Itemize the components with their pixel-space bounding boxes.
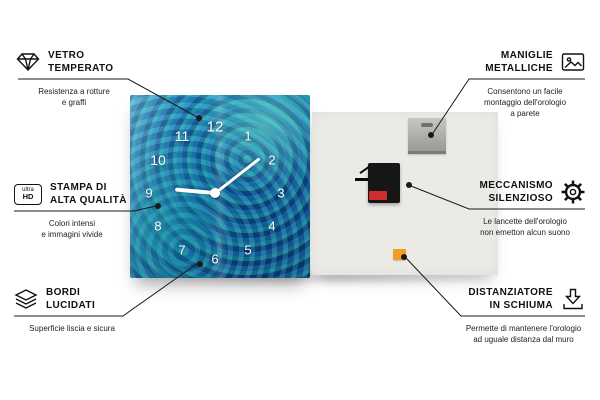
callout-title: MANIGLIE — [500, 50, 553, 61]
callout-title: BORDI — [46, 287, 81, 298]
clock-number: 5 — [244, 242, 252, 258]
callout-stampa-alta-qualita: ultra HD STAMPA DI ALTA QUALITÀ Colori i… — [8, 178, 136, 241]
clock-number: 4 — [268, 218, 276, 234]
callout-desc: Colori intensi e immagini vivide — [41, 219, 103, 239]
clock-number: 8 — [154, 218, 162, 234]
picture-frame-icon — [561, 52, 585, 72]
clock-front-panel: 12 1 2 3 4 5 6 7 8 9 10 11 — [130, 95, 310, 278]
callout-desc: Consentono un facile montaggio dell'orol… — [483, 87, 567, 118]
callout-title: MECCANISMO — [479, 180, 553, 191]
metal-hanger-plate — [408, 118, 446, 154]
clock-number: 9 — [145, 185, 153, 201]
callout-desc: Le lancette dell'orologio non emetton al… — [480, 217, 570, 237]
clock-number: 7 — [178, 242, 186, 258]
clock-number: 1 — [244, 128, 252, 144]
clock-number: 6 — [211, 251, 219, 267]
callout-desc: Permette di mantenere l'orologio ad ugua… — [465, 324, 582, 344]
mechanism-hand — [359, 166, 370, 174]
gear-icon — [561, 180, 585, 204]
callout-maniglie-metalliche: MANIGLIE METALLICHE Consentono un facile… — [461, 46, 589, 119]
clock-number: 12 — [206, 118, 224, 136]
callout-title: METALLICHE — [485, 63, 553, 74]
callout-desc: Superficie liscia e sicura — [29, 324, 115, 333]
clock-hub — [210, 188, 220, 198]
clock-number: 10 — [150, 152, 166, 168]
callout-title: SILENZIOSO — [488, 193, 553, 204]
callout-title: TEMPERATO — [48, 63, 114, 74]
callout-bordi-lucidati: BORDI LUCIDATI Superficie liscia e sicur… — [8, 283, 136, 335]
callout-title: LUCIDATI — [46, 300, 96, 311]
diamond-icon — [16, 52, 40, 72]
callout-meccanismo-silenzioso: MECCANISMO SILENZIOSO — [461, 176, 589, 239]
callout-title: STAMPA DI — [50, 182, 107, 193]
callout-title: ALTA QUALITÀ — [50, 195, 127, 206]
callout-desc: Resistenza a rotture e graffi — [38, 87, 110, 107]
clock-number: 3 — [277, 185, 285, 201]
foam-spacer — [393, 249, 406, 260]
minute-hand — [214, 157, 261, 195]
mechanism-hand — [355, 178, 368, 181]
callout-title: DISTANZIATORE — [468, 287, 553, 298]
down-arrow-icon — [561, 288, 585, 310]
clock-number: 2 — [268, 152, 276, 168]
callout-title: IN SCHIUMA — [489, 300, 553, 311]
clock-number: 11 — [174, 128, 190, 144]
ultra-hd-icon: ultra HD — [14, 183, 42, 205]
battery — [369, 191, 387, 200]
polished-edges-icon — [14, 289, 38, 309]
callout-title: VETRO — [48, 50, 85, 61]
callout-vetro-temperato: VETRO TEMPERATO Resistenza a rotture e g… — [10, 46, 138, 109]
hanger-slot — [421, 123, 433, 127]
clock-mechanism — [355, 163, 400, 203]
callout-distanziatore-schiuma: DISTANZIATORE IN SCHIUMA Permette di man… — [458, 283, 589, 346]
